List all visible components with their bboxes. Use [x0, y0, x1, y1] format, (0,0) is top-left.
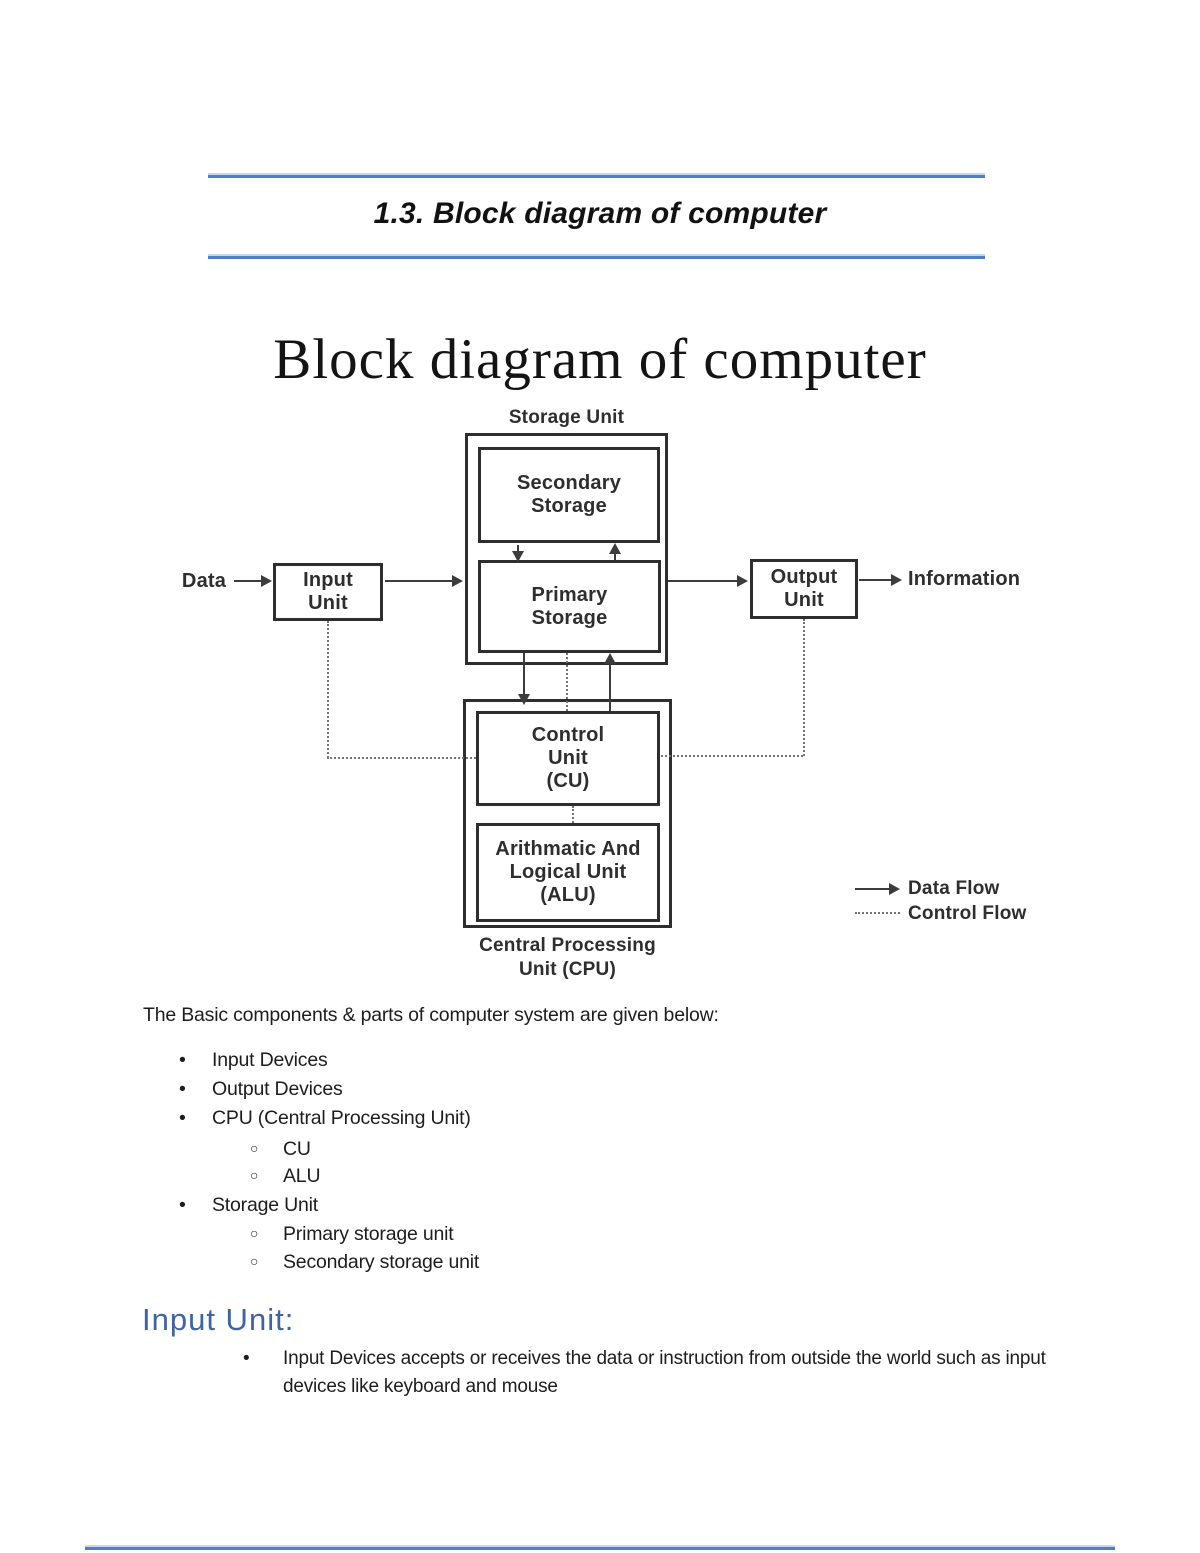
- alu-label-line2: Logical Unit: [509, 861, 627, 883]
- data-to-input-arrow-line: [234, 580, 262, 582]
- storage-to-cpu-arrow-line: [523, 653, 525, 695]
- storage-to-output-arrow-line: [668, 580, 738, 582]
- list-item-label: Output Devices: [212, 1078, 343, 1100]
- input-control-flow-horizontal: [327, 757, 476, 759]
- control-unit-label-line3: (CU): [546, 770, 590, 792]
- heading-rule-bottom: [208, 256, 985, 259]
- control-unit-label-line2: Unit: [548, 747, 588, 769]
- sub-bullet-icon: ○: [250, 1140, 259, 1156]
- diagram-title: Block diagram of computer: [273, 328, 927, 391]
- list-item-label: Secondary storage unit: [283, 1251, 480, 1273]
- alu-label-line1: Arithmatic And: [495, 838, 641, 860]
- input-unit-heading: Input Unit:: [142, 1302, 295, 1337]
- list-item-alu: ○ ALU: [250, 1165, 321, 1188]
- list-item-secondary-storage: ○ Secondary storage unit: [250, 1251, 479, 1274]
- information-label: Information: [908, 568, 1021, 590]
- list-item-label: Input Devices: [212, 1049, 328, 1071]
- list-item-output-devices: • Output Devices: [179, 1078, 343, 1101]
- primary-to-secondary-arrowhead: [609, 543, 621, 554]
- data-label: Data: [181, 570, 227, 592]
- control-unit-label-line1: Control: [531, 724, 605, 746]
- output-unit-label-line1: Output: [770, 566, 838, 588]
- control-unit-box: Control Unit (CU): [476, 711, 660, 806]
- output-control-flow-vertical: [803, 619, 805, 756]
- input-to-storage-arrow-line: [385, 580, 453, 582]
- cpu-label-line2: Unit (CPU): [519, 959, 616, 980]
- primary-storage-label-line2: Storage: [531, 606, 608, 629]
- heading-rule-top: [208, 175, 985, 178]
- cpu-to-storage-arrow-line: [609, 662, 611, 711]
- secondary-to-primary-arrow-line: [517, 545, 519, 553]
- bullet-icon: •: [179, 1078, 186, 1100]
- list-item-cpu: • CPU (Central Processing Unit): [179, 1107, 471, 1130]
- list-item-cu: ○ CU: [250, 1138, 311, 1161]
- output-to-information-arrowhead: [891, 574, 902, 586]
- output-unit-label-line2: Unit: [784, 589, 824, 611]
- input-unit-label-line2: Unit: [308, 592, 348, 614]
- legend-data-flow-label: Data Flow: [908, 878, 1000, 899]
- bullet-icon: •: [243, 1348, 250, 1369]
- input-control-flow-vertical: [327, 621, 329, 758]
- alu-label-line3: (ALU): [540, 884, 596, 906]
- list-item-label: Primary storage unit: [283, 1223, 454, 1245]
- list-item-label: CPU (Central Processing Unit): [212, 1107, 471, 1129]
- primary-storage-label-line1: Primary: [531, 583, 608, 606]
- input-unit-box: Input Unit: [273, 563, 383, 621]
- sub-bullet-icon: ○: [250, 1167, 259, 1183]
- input-to-storage-arrowhead: [452, 575, 463, 587]
- input-unit-bullet-item: • Input Devices accepts or receives the …: [243, 1345, 1055, 1401]
- output-unit-box: Output Unit: [750, 559, 858, 619]
- list-item-primary-storage: ○ Primary storage unit: [250, 1223, 454, 1246]
- legend-data-flow-arrowhead: [889, 883, 900, 895]
- bullet-icon: •: [179, 1194, 186, 1216]
- bullet-icon: •: [179, 1107, 186, 1129]
- legend-control-flow-label: Control Flow: [908, 903, 1027, 924]
- data-to-input-arrowhead: [261, 575, 272, 587]
- list-item-label: Storage Unit: [212, 1194, 318, 1216]
- secondary-storage-label-line1: Secondary: [516, 472, 622, 494]
- secondary-to-primary-arrowhead: [512, 551, 524, 562]
- list-item-label: CU: [283, 1138, 311, 1160]
- cpu-label: Central Processing Unit (CPU): [463, 934, 672, 982]
- secondary-storage-box: Secondary Storage: [478, 447, 660, 543]
- legend-data-flow-line: [855, 888, 890, 890]
- page-bottom-rule: [85, 1547, 1115, 1550]
- primary-storage-box: Primary Storage: [478, 560, 661, 653]
- storage-to-cpu-arrowhead: [518, 694, 530, 705]
- output-control-flow-horizontal: [661, 755, 803, 757]
- storage-cpu-control-flow-line: [566, 653, 568, 711]
- section-heading: 1.3. Block diagram of computer: [373, 197, 827, 230]
- legend-control-flow-line: [855, 912, 900, 914]
- storage-unit-label: Storage Unit: [508, 407, 625, 428]
- storage-to-output-arrowhead: [737, 575, 748, 587]
- intro-paragraph: The Basic components & parts of computer…: [143, 1004, 719, 1026]
- sub-bullet-icon: ○: [250, 1253, 259, 1269]
- list-item-input-devices: • Input Devices: [179, 1049, 328, 1072]
- primary-to-secondary-arrow-line: [614, 552, 616, 560]
- input-unit-bullet-text: Input Devices accepts or receives the da…: [283, 1348, 1046, 1397]
- sub-bullet-icon: ○: [250, 1225, 259, 1241]
- list-item-storage-unit: • Storage Unit: [179, 1194, 318, 1217]
- bullet-icon: •: [179, 1049, 186, 1071]
- alu-box: Arithmatic And Logical Unit (ALU): [476, 823, 660, 922]
- secondary-storage-label-line2: Storage: [531, 495, 607, 517]
- list-item-label: ALU: [283, 1165, 321, 1187]
- output-to-information-arrow-line: [859, 579, 892, 581]
- input-unit-label-line1: Input: [303, 569, 353, 591]
- cu-alu-control-flow-line: [572, 806, 574, 823]
- cpu-to-storage-arrowhead: [604, 653, 616, 664]
- cpu-label-line1: Central Processing: [479, 935, 656, 956]
